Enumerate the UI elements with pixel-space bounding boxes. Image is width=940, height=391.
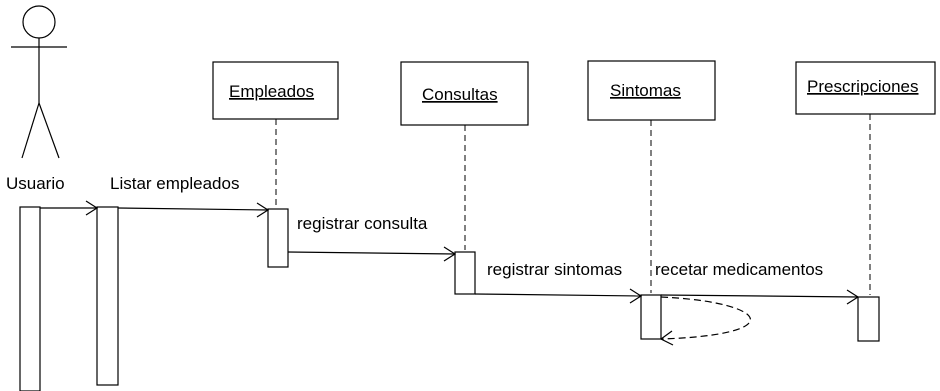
arrowhead-icon bbox=[846, 289, 860, 305]
message-registrar-sintomas bbox=[474, 288, 643, 304]
message-label-registrar-sintomas: registrar sintomas bbox=[487, 260, 622, 279]
message-listar-empleados bbox=[117, 202, 270, 218]
message-label-registrar-consulta: registrar consulta bbox=[297, 214, 428, 233]
activation-bar-empleados bbox=[267, 208, 289, 268]
object-label-sintomas: Sintomas bbox=[610, 81, 681, 100]
object-box-empleados bbox=[212, 61, 339, 120]
object-prescripciones: Prescripciones bbox=[795, 61, 936, 342]
message-line-registrar-consulta bbox=[287, 251, 456, 255]
actor-head bbox=[22, 5, 56, 39]
activation-bar-prescripciones bbox=[857, 296, 880, 342]
activation-bar-consultas bbox=[454, 251, 476, 295]
arrowhead-icon bbox=[443, 246, 457, 262]
self-message-arc bbox=[660, 296, 751, 340]
actor-usuario bbox=[11, 5, 67, 159]
message-line-listar-empleados bbox=[117, 207, 269, 211]
message-label-listar-empleados: Listar empleados bbox=[110, 174, 239, 193]
self-message-sintomas bbox=[659, 296, 751, 346]
message-recetar-medicamentos bbox=[660, 289, 860, 305]
arrowhead-icon bbox=[629, 288, 643, 304]
actor-right-leg bbox=[38, 102, 60, 159]
object-label-prescripciones: Prescripciones bbox=[807, 77, 919, 96]
message-line-recetar-medicamentos bbox=[660, 294, 859, 298]
caller-activation-bar bbox=[96, 206, 119, 386]
arrowhead-icon bbox=[256, 202, 270, 218]
message-line-registrar-sintomas bbox=[474, 293, 642, 297]
object-empleados: Empleados bbox=[212, 61, 339, 268]
object-box-consultas bbox=[400, 61, 529, 126]
message-actor-to-caller bbox=[40, 200, 99, 216]
object-box-prescripciones bbox=[795, 61, 936, 115]
actor-label: Usuario bbox=[6, 174, 65, 193]
object-label-empleados: Empleados bbox=[229, 82, 314, 101]
object-consultas: Consultas bbox=[400, 61, 529, 295]
arrowhead-icon bbox=[659, 330, 674, 346]
arrowhead-icon bbox=[85, 200, 99, 216]
object-sintomas: Sintomas bbox=[587, 60, 716, 340]
message-label-recetar-medicamentos: recetar medicamentos bbox=[655, 260, 823, 279]
message-registrar-consulta bbox=[287, 246, 457, 262]
actor-activation-bar bbox=[19, 206, 41, 391]
activation-bar-sintomas bbox=[640, 294, 662, 340]
actor-left-leg bbox=[21, 102, 40, 159]
object-label-consultas: Consultas bbox=[422, 85, 498, 104]
